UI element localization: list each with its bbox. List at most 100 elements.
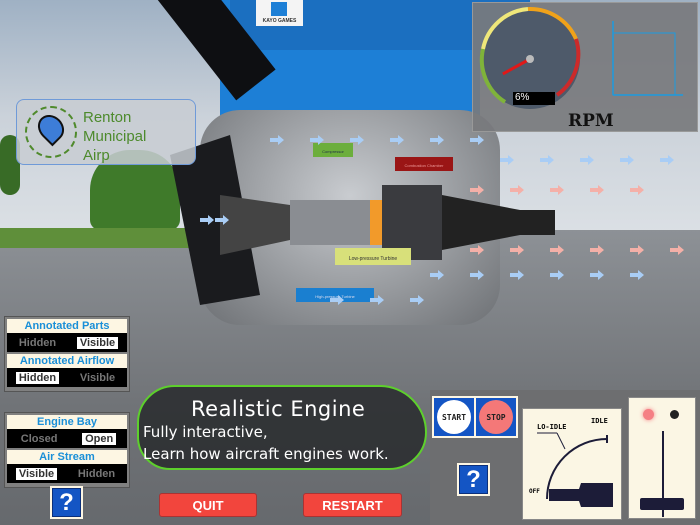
throttle-panel [628, 397, 696, 519]
grass-strip [0, 228, 190, 248]
tree [0, 135, 20, 195]
rpm-gauge [479, 6, 683, 109]
airflow-arrow [270, 135, 284, 145]
help-button-right[interactable]: ? [457, 463, 490, 496]
rpm-needle [502, 57, 531, 76]
start-button[interactable]: START [434, 398, 474, 436]
airflow-arrow [670, 245, 684, 255]
airflow-arrow [620, 155, 634, 165]
lo-idle-label: LO-IDLE [537, 423, 567, 431]
intake-cone [220, 195, 290, 255]
label-lp-turbine: Low-pressure Turbine [335, 248, 411, 265]
kayo-games-logo: KAYO GAMES [256, 0, 303, 26]
rpm-graph-icon [612, 21, 683, 96]
stop-button[interactable]: STOP [476, 398, 516, 436]
exhaust-nozzle [442, 195, 555, 250]
svg-text:Low-pressure Turbine: Low-pressure Turbine [349, 256, 398, 262]
promo-line: Learn how aircraft engines work. [143, 445, 389, 463]
promo-bubble: Realistic Engine Fully interactive, Lear… [137, 385, 427, 470]
airflow-arrow [390, 135, 404, 145]
idle-label: IDLE [591, 417, 608, 425]
location-line: Municipal [83, 128, 147, 145]
rpm-label: RPM [568, 111, 614, 131]
toggle-option-visible[interactable]: Visible [15, 467, 58, 480]
airflow-arrow [630, 185, 644, 195]
restart-button[interactable]: RESTART [303, 493, 402, 517]
toggle-options: Hidden Visible [7, 333, 127, 352]
airflow-arrow [470, 245, 484, 255]
location-line: Renton [83, 109, 132, 126]
toggle-option-hidden[interactable]: Hidden [18, 336, 57, 349]
toggle-title: Annotated Parts [24, 320, 110, 332]
toggle-title: Engine Bay [37, 416, 97, 428]
toggle-title: Air Stream [39, 451, 95, 463]
ignition-switch[interactable]: IDLE LO-IDLE OFF [522, 408, 622, 520]
red-indicator-light [643, 409, 654, 420]
airflow-arrow [200, 215, 214, 225]
svg-text:Compressor: Compressor [322, 149, 344, 154]
location-line: Airp [83, 147, 110, 164]
airflow-arrow [470, 185, 484, 195]
toggle-option-visible[interactable]: Visible [76, 336, 119, 349]
ignition-key-handle [549, 483, 613, 507]
airflow-arrow [370, 295, 384, 305]
airflow-arrow [580, 155, 594, 165]
airflow-arrow [330, 295, 344, 305]
airflow-arrow [550, 185, 564, 195]
toggle-option-hidden[interactable]: Hidden [77, 467, 116, 480]
toggle-title: Annotated Airflow [19, 355, 115, 367]
toggle-option-closed[interactable]: Closed [20, 432, 58, 445]
airflow-arrow [630, 245, 644, 255]
airflow-arrow [590, 270, 604, 280]
svg-text:Combustion Chamber: Combustion Chamber [405, 163, 445, 168]
airflow-arrow [470, 135, 484, 145]
dark-indicator-light [670, 410, 679, 419]
svg-text:High-pressure Turbine: High-pressure Turbine [315, 294, 355, 299]
throttle-track [662, 431, 664, 517]
airflow-arrow [310, 135, 324, 145]
airflow-arrow [215, 215, 229, 225]
toggle-option-hidden[interactable]: Hidden [15, 371, 60, 384]
start-stop-panel: START STOP [432, 396, 518, 438]
airflow-arrow [590, 185, 604, 195]
airflow-arrow [470, 270, 484, 280]
map-pin-icon [25, 106, 77, 158]
help-button-left[interactable]: ? [50, 486, 83, 519]
logo-text: KAYO GAMES [262, 18, 297, 24]
toggle-option-visible[interactable]: Visible [79, 371, 116, 384]
stop-label: STOP [479, 400, 513, 434]
combustion-flame [370, 200, 382, 245]
toggle-options: Hidden Visible [7, 368, 127, 387]
rpm-panel: 6% RPM [472, 2, 698, 132]
airflow-arrow [510, 245, 524, 255]
toggle-options: Closed Open [7, 429, 127, 448]
quit-button[interactable]: QUIT [159, 493, 257, 517]
airflow-arrow [510, 270, 524, 280]
turbine-section [382, 185, 442, 260]
airflow-arrow [660, 155, 674, 165]
label-hp-turbine: High-pressure Turbine [296, 288, 374, 302]
throttle-lever[interactable] [640, 498, 684, 510]
airflow-arrow [430, 135, 444, 145]
airflow-arrow [550, 270, 564, 280]
airflow-arrow [510, 185, 524, 195]
toggle-options: Visible Hidden [7, 464, 127, 483]
rpm-percent-readout: 6% [513, 92, 555, 105]
airflow-arrow [350, 135, 364, 145]
compressor-section [290, 200, 380, 245]
airflow-arrow [410, 295, 424, 305]
airflow-arrow [500, 155, 514, 165]
promo-line: Fully interactive, [143, 423, 268, 441]
start-label: START [437, 400, 471, 434]
toggle-option-open[interactable]: Open [82, 432, 117, 445]
promo-title: Realistic Engine [191, 397, 366, 421]
airflow-arrow [540, 155, 554, 165]
